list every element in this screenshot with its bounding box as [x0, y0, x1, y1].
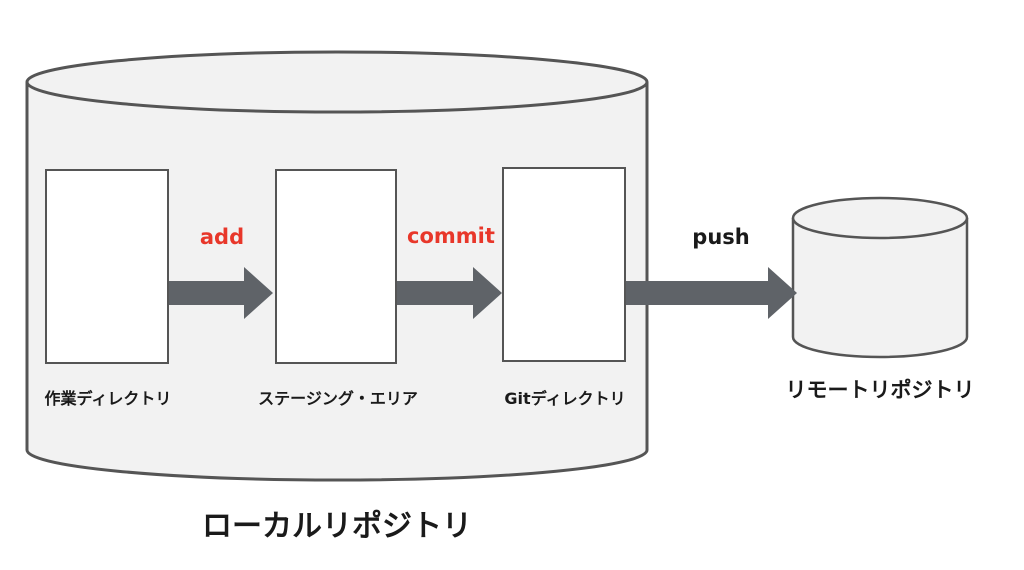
push-label: push [692, 225, 749, 249]
git-directory-label: Gitディレクトリ [504, 389, 625, 408]
commit-label: commit [407, 224, 495, 248]
git-directory-box [502, 167, 626, 362]
staging-area-label: ステージング・エリア [258, 389, 418, 408]
working-directory-box [45, 169, 169, 364]
staging-area-box [275, 169, 397, 364]
remote-cylinder-top [791, 196, 969, 240]
remote-repository-cylinder [791, 196, 969, 359]
local-repository-label: ローカルリポジトリ [202, 509, 472, 544]
add-arrow [169, 267, 273, 319]
local-cylinder-top [25, 50, 649, 114]
add-label: add [200, 225, 244, 249]
push-arrow [625, 267, 797, 319]
remote-cylinder-body [791, 218, 969, 359]
remote-repository-label: リモートリポジトリ [786, 378, 975, 402]
working-directory-label: 作業ディレクトリ [45, 389, 172, 408]
commit-arrow [396, 267, 502, 319]
